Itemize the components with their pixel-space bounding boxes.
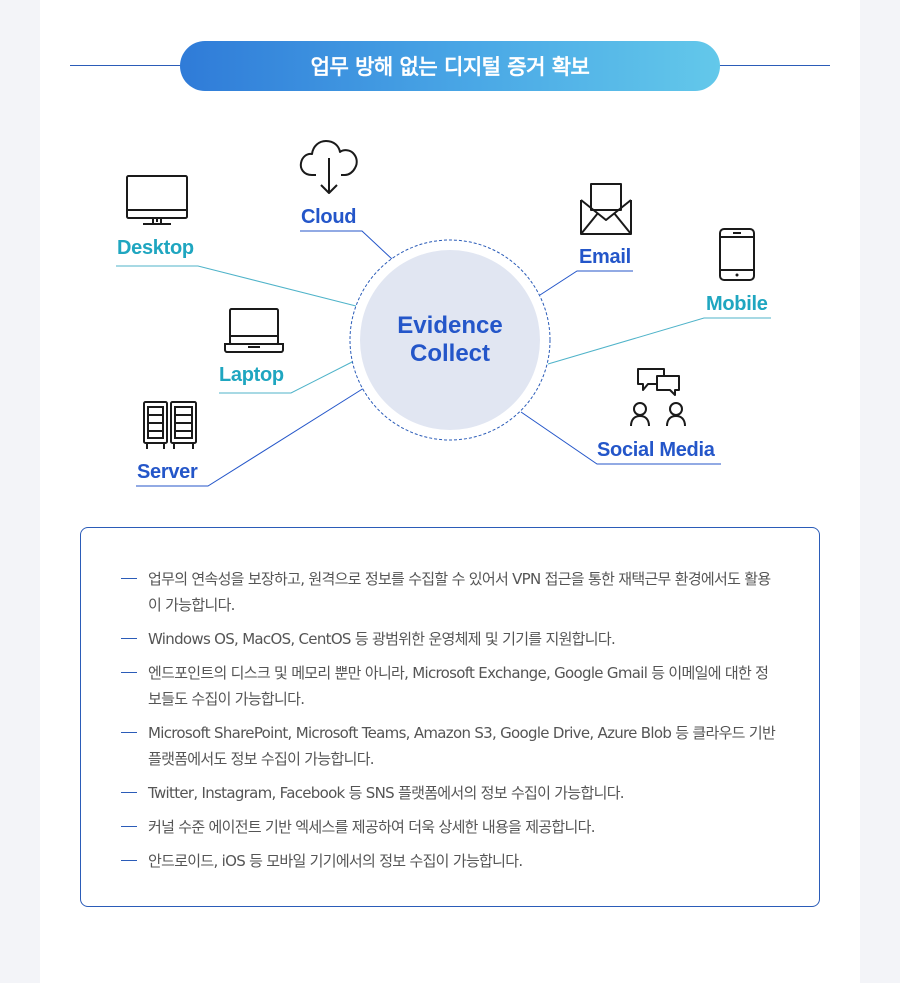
feature-text: 안드로이드, iOS 등 모바일 기기에서의 정보 수집이 가능합니다. xyxy=(148,852,523,870)
connector-desktop xyxy=(116,265,357,307)
cloud-download-icon xyxy=(299,140,358,194)
dash-bullet xyxy=(121,638,137,639)
list-item: 안드로이드, iOS 등 모바일 기기에서의 정보 수집이 가능합니다. xyxy=(121,848,781,874)
feature-text: Windows OS, MacOS, CentOS 등 광범위한 운영체제 및 … xyxy=(148,630,616,648)
header-rule-right xyxy=(718,65,830,66)
node-label-laptop: Laptop xyxy=(219,364,284,386)
server-rack-icon xyxy=(143,401,197,449)
dash-bullet xyxy=(121,672,137,673)
header-rule-left xyxy=(70,65,182,66)
node-label-server: Server xyxy=(137,461,198,483)
chat-people-icon xyxy=(630,368,686,427)
diagram-graphics xyxy=(116,140,771,487)
node-label-cloud: Cloud xyxy=(301,206,357,228)
feature-text: Microsoft SharePoint, Microsoft Teams, A… xyxy=(148,724,776,768)
connector-email xyxy=(539,270,633,296)
feature-text: Twitter, Instagram, Facebook 등 SNS 플랫폼에서… xyxy=(148,784,625,802)
feature-text: 커널 수준 에이전트 기반 엑세스를 제공하여 더욱 상세한 내용을 제공합니다… xyxy=(148,818,595,836)
dash-bullet xyxy=(121,826,137,827)
feature-box: 업무의 연속성을 보장하고, 원격으로 정보를 수집할 수 있어서 VPN 접근… xyxy=(80,527,820,907)
dash-bullet xyxy=(121,578,137,579)
dash-bullet xyxy=(121,792,137,793)
section-title-banner: 업무 방해 없는 디지털 증거 확보 xyxy=(180,41,720,91)
list-item: Twitter, Instagram, Facebook 등 SNS 플랫폼에서… xyxy=(121,780,781,806)
connector-server xyxy=(136,387,365,487)
connector-cloud xyxy=(300,230,394,261)
list-item: 엔드포인트의 디스크 및 메모리 뿐만 아니라, Microsoft Excha… xyxy=(121,660,781,712)
dash-bullet xyxy=(121,732,137,733)
node-label-social-media: Social Media xyxy=(597,439,715,461)
feature-text: 업무의 연속성을 보장하고, 원격으로 정보를 수집할 수 있어서 VPN 접근… xyxy=(148,570,771,614)
list-item: Microsoft SharePoint, Microsoft Teams, A… xyxy=(121,720,781,772)
center-circle xyxy=(360,250,540,430)
envelope-icon xyxy=(580,183,632,235)
dash-bullet xyxy=(121,860,137,861)
node-label-email: Email xyxy=(579,246,631,268)
feature-list: 업무의 연속성을 보장하고, 원격으로 정보를 수집할 수 있어서 VPN 접근… xyxy=(121,566,781,882)
list-item: 커널 수준 에이전트 기반 엑세스를 제공하여 더욱 상세한 내용을 제공합니다… xyxy=(121,814,781,840)
center-label: Evidence Collect xyxy=(360,312,540,368)
connector-laptop xyxy=(219,361,353,394)
evidence-diagram: Evidence Collect Desktop Cloud Laptop Se… xyxy=(116,140,771,487)
list-item: 업무의 연속성을 보장하고, 원격으로 정보를 수집할 수 있어서 VPN 접근… xyxy=(121,566,781,618)
smartphone-icon xyxy=(719,228,755,281)
list-item: Windows OS, MacOS, CentOS 등 광범위한 운영체제 및 … xyxy=(121,626,781,652)
node-label-mobile: Mobile xyxy=(706,293,768,315)
connector-social xyxy=(520,411,721,465)
center-label-line1: Evidence xyxy=(397,312,503,339)
node-label-desktop: Desktop xyxy=(117,237,194,259)
laptop-icon xyxy=(224,308,284,353)
center-label-line2: Collect xyxy=(409,340,490,367)
desktop-monitor-icon xyxy=(126,175,188,225)
connector-mobile xyxy=(547,317,771,365)
feature-text: 엔드포인트의 디스크 및 메모리 뿐만 아니라, Microsoft Excha… xyxy=(148,664,769,708)
